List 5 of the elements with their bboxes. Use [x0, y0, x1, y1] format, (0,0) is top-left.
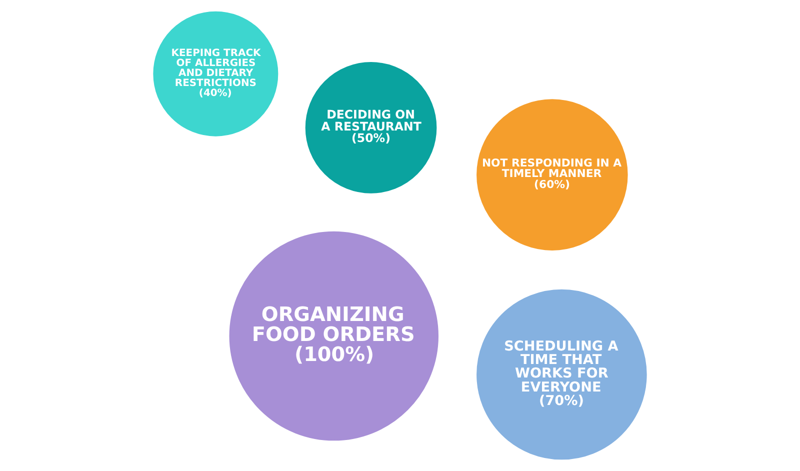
- node-circle: NOT RESPONDING IN A TIMELY MANNER (60%): [476, 99, 628, 250]
- node-circle: DECIDING ON A RESTAURANT (50%): [305, 62, 437, 194]
- node-circle: ORGANIZING FOOD ORDERS (100%): [229, 231, 438, 441]
- node-circle: SCHEDULING A TIME THAT WORKS FOR EVERYONE (70%): [476, 289, 647, 460]
- node-circle: KEEPING TRACK OF ALLERGIES AND DIETARY RESTRICTIONS (40%): [153, 11, 278, 136]
